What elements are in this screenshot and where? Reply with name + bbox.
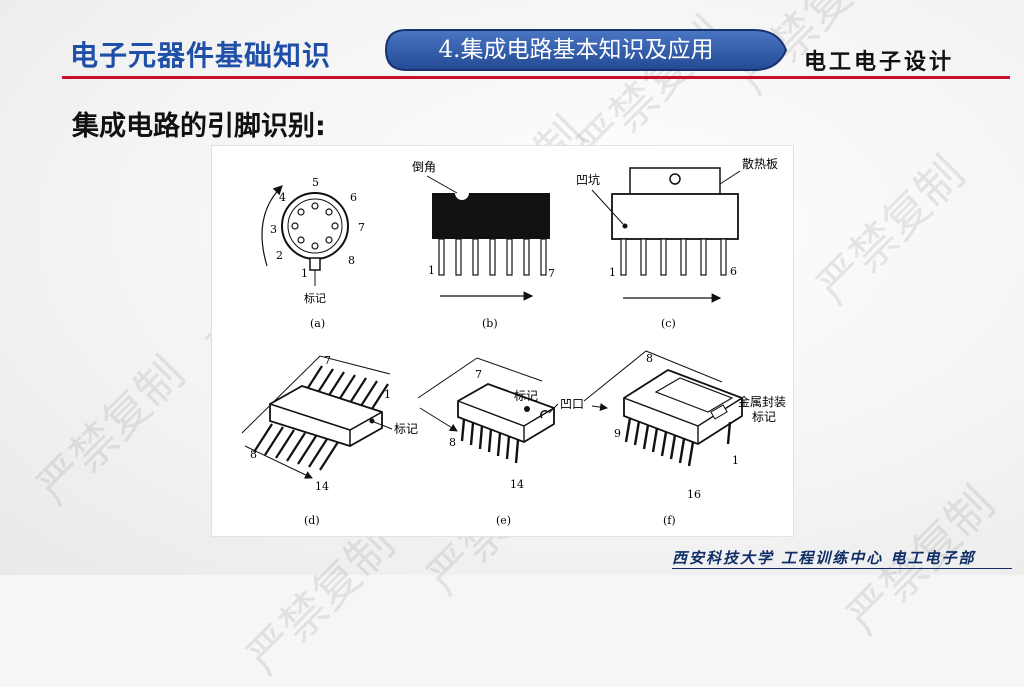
metal-dip-edges <box>623 397 743 444</box>
pin-label: 16 <box>687 488 701 501</box>
leader-line <box>373 421 393 430</box>
caption-a: (a) <box>310 317 325 330</box>
caption-f: (f) <box>663 514 676 527</box>
pin-label: 1 <box>609 266 616 279</box>
notch-dot <box>622 223 628 229</box>
pin-label: 1 <box>384 388 391 401</box>
metal-mark-label: 金属封装 <box>738 394 786 409</box>
pin-label: 1 <box>732 454 739 467</box>
package-inner-ring <box>287 198 343 254</box>
flatpack-body <box>269 385 383 447</box>
caption-c: (c) <box>661 317 676 330</box>
pin-hole <box>297 236 305 244</box>
pin-label: 9 <box>614 427 621 440</box>
pin-label: 3 <box>270 223 277 236</box>
leader-line <box>716 170 741 187</box>
sip-pins <box>438 238 547 276</box>
mark-label: 标记 <box>394 422 418 436</box>
pin-label: 4 <box>279 191 286 204</box>
diagram-f-metal-package: 8 9 1 16 金属封装 标记 (f) <box>583 350 786 527</box>
mark-dot <box>524 406 530 412</box>
leader-line <box>548 403 559 414</box>
pin-label: 7 <box>548 267 555 280</box>
notch <box>540 410 549 419</box>
slide-header: 电子元器件基础知识 4.集成电路基本知识及应用 电工电子设计 <box>0 0 1024 80</box>
direction-arrow <box>244 445 313 479</box>
caption-b: (b) <box>482 317 498 330</box>
metal-lid <box>654 377 734 413</box>
mark-label: 标记 <box>514 389 538 403</box>
pin-hole <box>311 242 319 250</box>
pin-label: 14 <box>315 480 329 493</box>
notch-label: 凹口 <box>560 397 584 411</box>
pin-label: 1 <box>301 267 308 280</box>
pin-identification-figure: 1 2 3 4 5 6 7 8 标记 (a) 倒角 <box>211 145 794 537</box>
section-label: 4.集成电路基本知识及应用 <box>438 37 714 63</box>
notch-label: 凹坑 <box>576 172 600 187</box>
pin-label: 8 <box>348 254 355 267</box>
section-pill: 4.集成电路基本知识及应用 <box>384 28 790 72</box>
mounting-hole <box>669 173 681 185</box>
metal-dip-body <box>623 368 743 446</box>
pin-label: 6 <box>730 265 737 278</box>
pin-label: 1 <box>428 264 435 277</box>
pin-label: 2 <box>276 249 283 262</box>
mark-label: 标记 <box>304 291 326 305</box>
direction-arrow <box>417 357 543 399</box>
diagram-e-dip-notch: 7 1 8 14 标记 凹口 (e) <box>417 357 584 527</box>
pin-hole <box>297 208 305 216</box>
pin-label: 8 <box>449 436 456 449</box>
pin-label: 6 <box>350 191 357 204</box>
diagram-b-sip-chamfer: 倒角 1 7 (b) <box>412 160 555 330</box>
dip-edges <box>457 400 555 442</box>
course-title: 电子元器件基础知识 <box>70 39 332 72</box>
ic-package-diagrams: 1 2 3 4 5 6 7 8 标记 (a) 倒角 <box>241 156 786 527</box>
footer-underline <box>672 568 1012 569</box>
footer-organization: 西安科技大学 工程训练中心 电工电子部 <box>672 549 976 567</box>
tab-marker <box>309 257 321 271</box>
sip-body <box>611 193 739 240</box>
direction-arrow <box>419 407 458 432</box>
pin-label: 5 <box>312 176 319 189</box>
mark-dot <box>369 418 375 424</box>
pin-label: 7 <box>358 221 365 234</box>
dip-body <box>457 383 555 443</box>
heatsink-label: 散热板 <box>742 156 778 171</box>
metal-mark-label: 标记 <box>752 410 776 424</box>
department-label: 电工电子设计 <box>804 49 955 75</box>
direction-arrow <box>583 350 723 402</box>
pin-label: 7 <box>324 354 331 367</box>
pin-hole <box>291 222 299 230</box>
header-divider <box>62 76 1010 79</box>
metal-dip-leads <box>624 417 732 467</box>
flatpack-edges <box>269 403 383 446</box>
slide-heading: 集成电路的引脚识别: <box>72 111 326 142</box>
direction-arrow <box>591 403 608 412</box>
sip-pins <box>620 238 727 276</box>
pin-label: 8 <box>250 448 257 461</box>
pin-hole <box>311 202 319 210</box>
pin-hole <box>325 208 333 216</box>
pin-label: 8 <box>646 352 653 365</box>
pin-label: 7 <box>475 368 482 381</box>
section-pill-shape <box>384 29 788 71</box>
sip-body <box>432 193 550 239</box>
diagram-c-sip-heatsink: 散热板 凹坑 1 6 (c) <box>576 156 778 330</box>
metal-mark <box>710 404 728 420</box>
diagram-a-round-package: 1 2 3 4 5 6 7 8 标记 (a) <box>261 176 365 330</box>
caption-d: (d) <box>304 514 320 527</box>
dip-front-leads <box>460 418 520 464</box>
bottom-leads <box>253 423 339 471</box>
diagram-d-flat-package: 7 1 8 14 标记 <box>241 354 418 527</box>
chamfer-label: 倒角 <box>412 160 436 174</box>
pin-label: 14 <box>510 478 524 491</box>
caption-e: (e) <box>496 514 511 527</box>
leader-line <box>591 189 624 225</box>
pin-hole <box>325 236 333 244</box>
pin-hole <box>331 222 339 230</box>
leader-line <box>426 175 458 194</box>
direction-arrow <box>261 185 283 267</box>
direction-arrow <box>241 355 391 434</box>
